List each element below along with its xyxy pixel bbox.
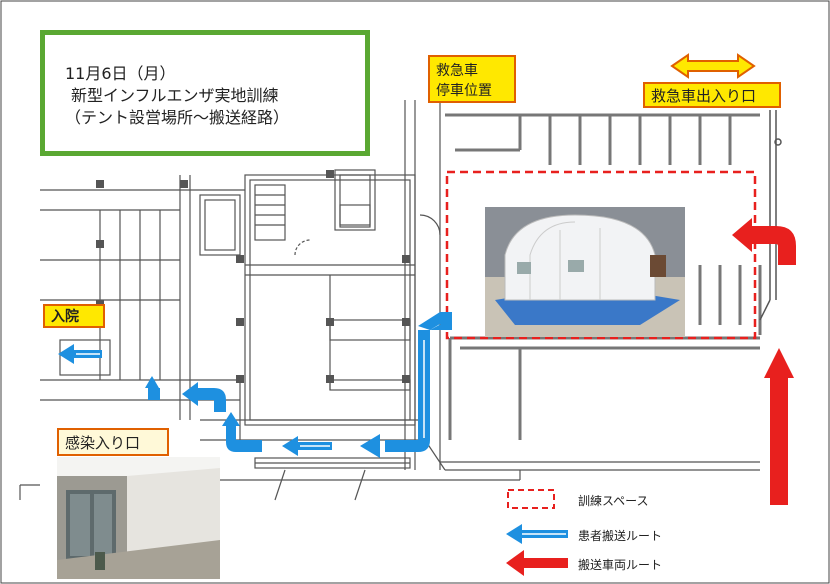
parking-lines-right [448, 265, 762, 440]
legend-patient-route-swatch [506, 524, 568, 544]
title-box: 11月6日（月） 新型インフルエンザ実地訓練 （テント設営場所～搬送経路） [40, 30, 370, 156]
patient-route-stripes [76, 340, 425, 447]
ambulance-stop-label-line1: 救急車 [436, 63, 478, 79]
tent-photo [485, 207, 685, 337]
building-walls [19, 100, 760, 501]
title-sub: （テント設営場所～搬送経路） [65, 108, 290, 127]
title-date: 11月6日（月） [65, 64, 176, 83]
legend-vehicle-route-label: 搬送車両ルート [578, 558, 663, 572]
ambulance-gate-label: 救急車出入り口 [643, 82, 781, 108]
infection-entrance-label: 感染入り口 [57, 428, 169, 456]
entrance-photo [57, 457, 220, 579]
legend-patient-route-label: 患者搬送ルート [578, 529, 663, 543]
admission-label: 入院 [43, 304, 105, 328]
legend-vehicle-route-swatch [506, 550, 568, 576]
ambulance-stop-label-line2: 停車位置 [436, 83, 492, 99]
legend-training-space-label: 訓練スペース [578, 494, 649, 508]
pillars [96, 170, 410, 383]
legend-training-space-swatch [507, 489, 555, 509]
vehicle-route [732, 218, 796, 505]
parking-lines-top [445, 113, 760, 165]
training-space-area [445, 170, 757, 340]
right-boundary [759, 110, 782, 321]
ambulance-stop-label: 救急車 停車位置 [428, 55, 516, 103]
title-main: 新型インフルエンザ実地訓練 [71, 86, 279, 105]
gate-double-arrow [670, 53, 756, 79]
